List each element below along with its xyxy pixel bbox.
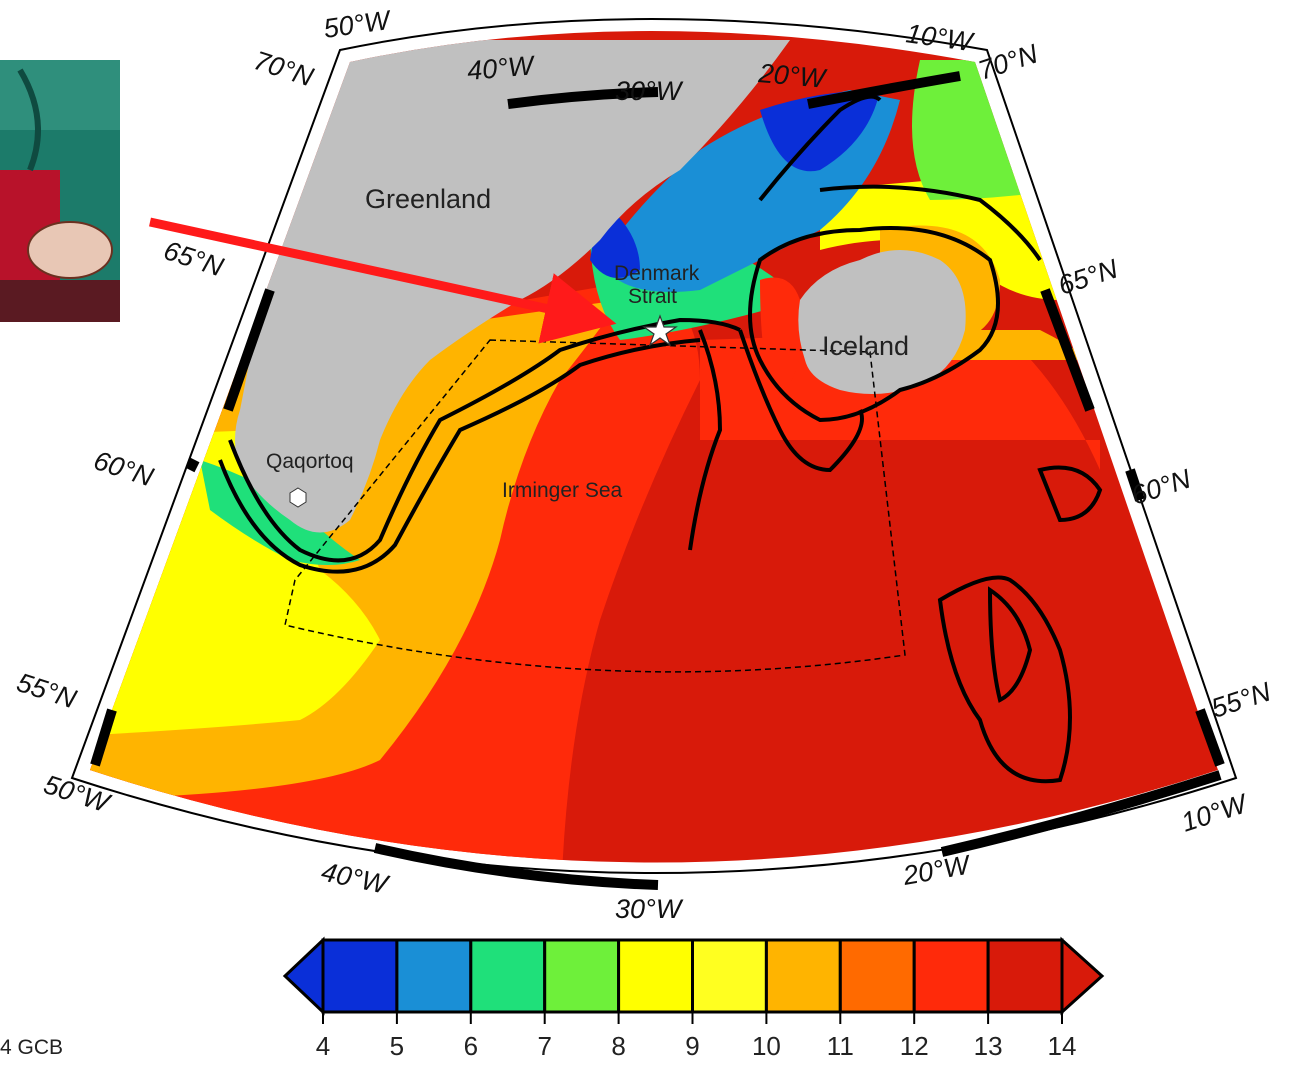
right-lat-label: 60°N	[1128, 463, 1195, 510]
colorbar-tick-label: 11	[827, 1031, 854, 1061]
bottom-lon-label: 30°W	[615, 894, 684, 924]
colorbar-bin	[321, 938, 399, 1014]
irminger-sea-label: Irminger Sea	[502, 479, 623, 502]
bottom-lon-label: 10°W	[1178, 788, 1253, 838]
colorbar-tick-label: 9	[685, 1031, 699, 1061]
denmark-label: Denmark	[614, 262, 700, 285]
greenland-land	[235, 40, 790, 533]
colorbar-bin	[469, 938, 547, 1014]
right-lat-label: 70°N	[975, 38, 1042, 85]
right-lat-label: 55°N	[1208, 676, 1275, 723]
colorbar-bin	[986, 938, 1064, 1014]
top-lon-label: 20°W	[756, 58, 828, 94]
star-icon	[642, 314, 678, 347]
top-lon-label: 50°W	[322, 5, 394, 44]
colorbar-tick-label: 8	[611, 1031, 625, 1061]
colorbar-tick-label: 5	[390, 1031, 404, 1061]
strait-label: Strait	[628, 285, 677, 308]
photo-thumbnail	[0, 60, 120, 322]
sst-contours	[218, 94, 1103, 784]
right-lat-label: 65°N	[1055, 253, 1122, 300]
qaqortoq-label: Qaqortoq	[266, 450, 354, 473]
left-lat-label: 70°N	[250, 45, 317, 92]
colorbar-bin	[543, 938, 621, 1014]
left-lat-label: 60°N	[90, 445, 157, 492]
top-lon-label: 30°W	[615, 76, 684, 106]
colorbar-extend-low	[282, 936, 325, 1016]
arrow-pointer	[149, 217, 617, 344]
study-box	[284, 339, 906, 673]
bottom-lon-label: 20°W	[900, 849, 974, 891]
iceland-label: Iceland	[822, 331, 909, 361]
colorbar-tick-label: 13	[974, 1031, 1003, 1061]
colorbar-tick-label: 10	[752, 1031, 781, 1061]
colorbar-tick-label: 12	[900, 1031, 929, 1061]
colorbar-bin	[838, 938, 916, 1014]
left-lat-label: 55°N	[13, 667, 80, 714]
colorbar-bin	[764, 938, 842, 1014]
frame-ticks	[90, 71, 1225, 890]
bottom-lon-label: 40°W	[319, 857, 393, 901]
credit-text: 4 GCB	[0, 1036, 64, 1059]
colorbar-bin	[395, 938, 473, 1014]
colorbar-tick-label: 4	[316, 1031, 330, 1061]
colorbar-tick-label: 7	[537, 1031, 551, 1061]
greenland-label: Greenland	[365, 184, 491, 214]
iceland-land	[798, 250, 966, 394]
colorbar: 4 5 6 7 8 9 10 11 12 13 14	[282, 936, 1105, 1061]
colorbar-tick-label: 14	[1048, 1031, 1077, 1061]
colorbar-tick-label: 6	[464, 1031, 478, 1061]
left-lat-label: 65°N	[160, 235, 227, 282]
hexagon-icon	[289, 487, 307, 508]
colorbar-bin	[617, 938, 694, 1014]
top-lon-label: 40°W	[466, 50, 537, 86]
colorbar-bin	[691, 938, 768, 1014]
colorbar-bin	[912, 938, 990, 1014]
colorbar-extend-high	[1060, 936, 1105, 1016]
